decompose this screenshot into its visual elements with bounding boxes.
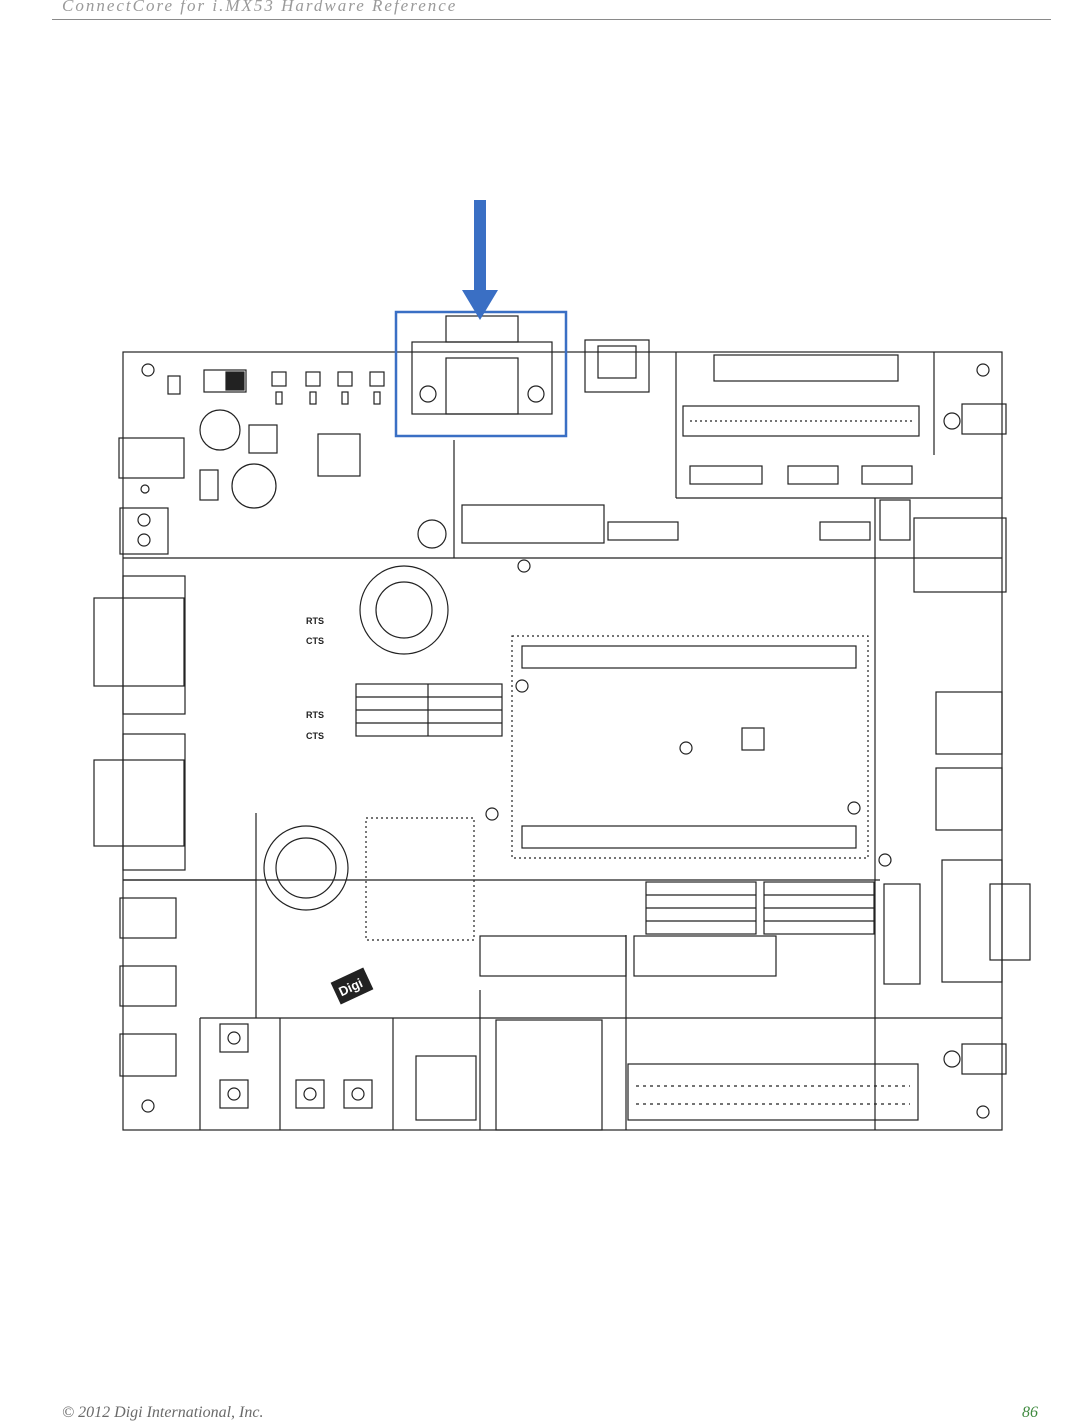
arrow-shaft [474,200,486,292]
db9-connector-top [412,342,552,414]
db9-connector-left-1 [94,598,184,686]
footer-copyright: © 2012 Digi International, Inc. [62,1404,263,1422]
db9-connector-left-2 [94,760,184,846]
rts-label-1: RTS [306,616,324,626]
highlight-box [396,312,566,436]
cts-label-2: CTS [306,731,324,741]
module-area [512,636,868,858]
cts-label-1: CTS [306,636,324,646]
rts-label-2: RTS [306,710,324,720]
digi-logo: Digi [331,968,374,1005]
board-outline [123,352,1002,1130]
page-number: 86 [1022,1404,1038,1422]
